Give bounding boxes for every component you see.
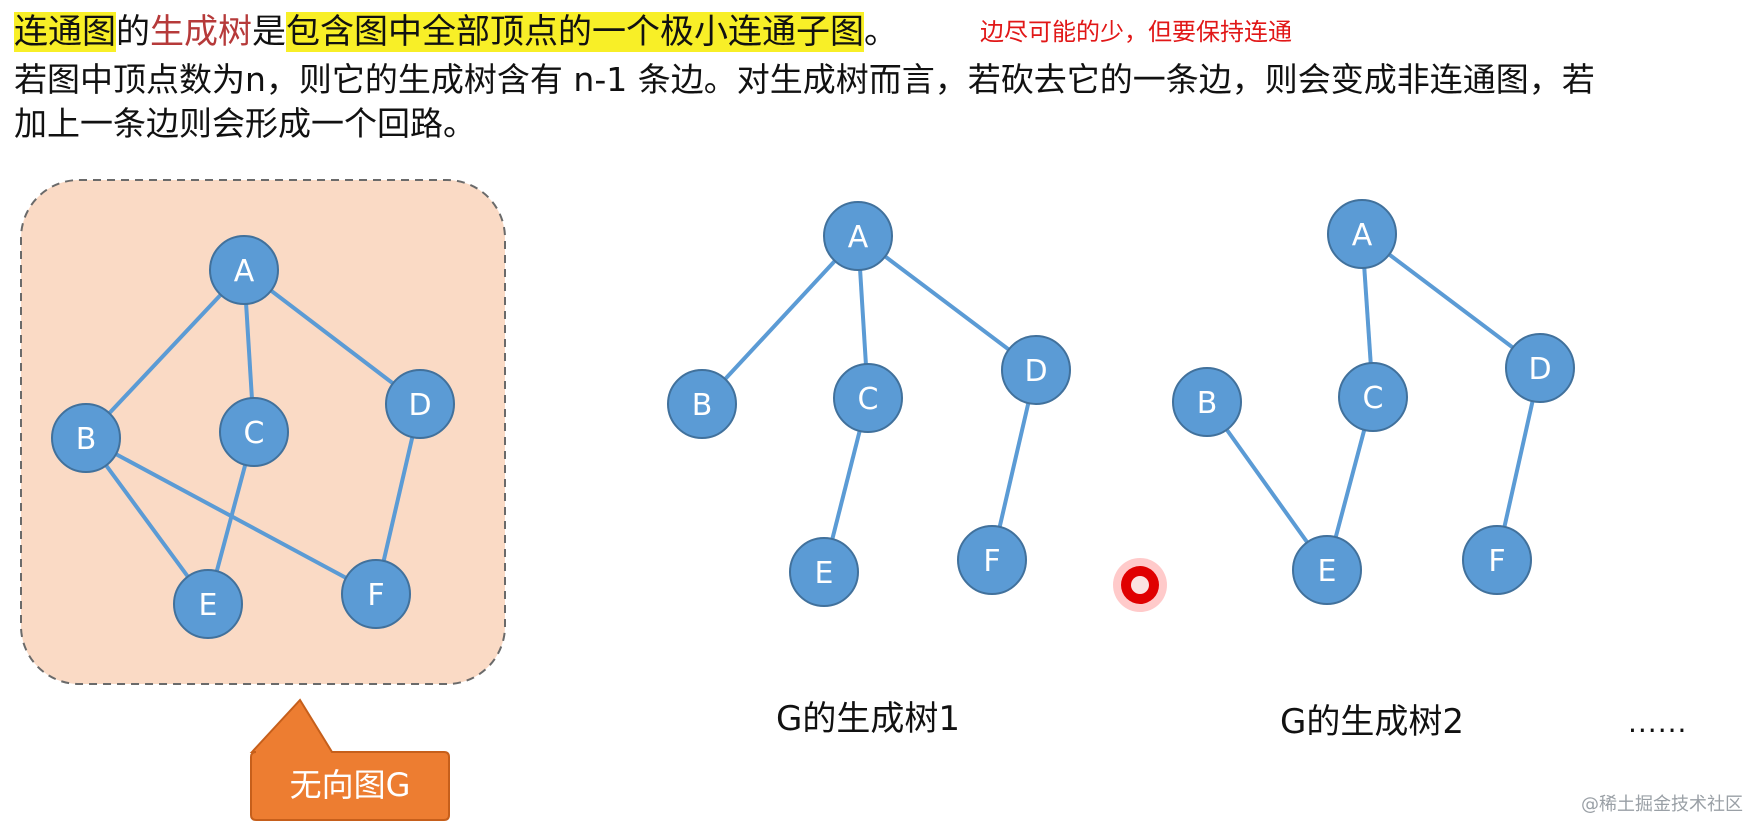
vertex-D [385,369,455,439]
tree1-label: G的生成树1 [776,699,960,739]
vertex-C [219,397,289,467]
headline-term-spanning-tree: 生成树 [150,12,252,52]
vertex-E [789,537,859,607]
annotation-note: 边尽可能的少，但要保持连通 [980,18,1292,46]
vertex-E [173,569,243,639]
callout-shape [249,698,450,821]
vertex-label-B: B [76,422,97,457]
vertex-A [1327,199,1397,269]
vertex-label-A: A [848,220,869,255]
headline-definition: 包含图中全部顶点的一个极小连通子图 [286,12,864,52]
headline-text-is: 是 [252,12,286,52]
callout-label: 无向图G [290,766,411,804]
explanation-paragraph: 若图中顶点数为n，则它的生成树含有 n-1 条边。对生成树而言，若砍去它的一条边… [14,60,1595,143]
vertex-label-C: C [244,416,265,451]
spanning-tree-2: A B C D E F [1172,199,1575,605]
vertex-B [51,403,121,473]
watermark: @稀土掘金技术社区 [1581,794,1743,815]
vertex-C [833,363,903,433]
laser-pointer [1113,558,1167,612]
vertex-label-A: A [234,254,255,289]
headline-text: 的 [116,12,150,52]
vertex-label-E: E [1318,554,1337,589]
vertex-label-D: D [1528,352,1551,387]
vertex-label-D: D [1024,354,1047,389]
vertex-D [1001,335,1071,405]
vertex-label-E: E [815,556,834,591]
vertex-B [667,369,737,439]
vertex-F [957,525,1027,595]
vertex-C [1338,362,1408,432]
headline: 连通图的生成树是包含图中全部顶点的一个极小连通子图。 [14,8,898,56]
undirected-graph: A B C D E F [51,235,455,639]
headline-period: 。 [864,12,898,52]
vertex-E [1292,535,1362,605]
vertex-label-A: A [1352,218,1373,253]
vertex-A [209,235,279,305]
vertex-label-F: F [1488,544,1505,579]
vertex-D [1505,333,1575,403]
vertex-F [341,559,411,629]
vertex-label-E: E [199,588,218,623]
edge-A-D [1360,232,1542,370]
edge-A-D [856,234,1038,372]
graph-label-callout: 无向图G [249,698,450,821]
vertex-label-F: F [983,544,1000,579]
vertex-label-C: C [858,382,879,417]
vertex-label-B: B [1197,386,1218,421]
vertex-F [1462,525,1532,595]
headline-term-connected-graph: 连通图 [14,12,116,52]
vertex-label-B: B [692,388,713,423]
edge-A-D [242,268,422,406]
edge-A-B [84,268,246,440]
spanning-tree-1: A B C D E F [667,201,1071,607]
vertex-B [1172,367,1242,437]
edge-A-B [700,234,860,406]
vertex-label-D: D [408,388,431,423]
vertex-label-C: C [1363,381,1384,416]
vertex-label-F: F [367,578,384,613]
tree2-label: G的生成树2 [1280,702,1464,742]
more-trees-ellipsis: ...... [1628,706,1688,739]
vertex-A [823,201,893,271]
